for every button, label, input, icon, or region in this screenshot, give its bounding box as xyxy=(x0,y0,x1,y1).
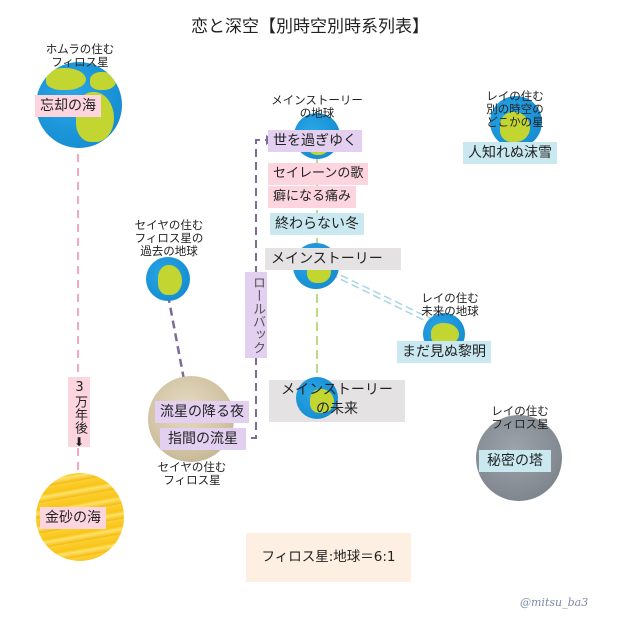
episode-boukyaku[interactable]: 忘却の海 xyxy=(35,95,101,117)
episode-yo-wo-sugiyuku[interactable]: 世を過ぎゆく xyxy=(268,130,362,152)
episode-madaminu[interactable]: まだ見ぬ黎明 xyxy=(397,341,491,363)
episode-shikan-no-ryuusei[interactable]: 指間の流星 xyxy=(160,428,246,450)
seiya-line xyxy=(166,294,187,386)
rollback-label: ロールバック xyxy=(245,272,267,358)
mainstory-label[interactable]: メインストーリー xyxy=(265,248,401,270)
page-title: 恋と深空【別時空別時系列表】 xyxy=(191,17,429,37)
seiya-past-planet xyxy=(146,257,190,301)
episode-siren[interactable]: セイレーンの歌 xyxy=(268,163,369,185)
signature: @mitsu_ba3 xyxy=(520,596,589,609)
episode-ryuusei-no-furu-yoru[interactable]: 流星の降る夜 xyxy=(155,401,249,423)
rei-future-caption: レイの住む 未来の地球 xyxy=(421,291,479,318)
episode-hitoshirenu[interactable]: 人知れぬ沫雪 xyxy=(463,142,557,164)
homura-caption: ホムラの住む フィロス星 xyxy=(45,42,115,69)
seiya-past-caption: セイヤの住む フィロス星の 過去の地球 xyxy=(134,218,204,258)
rei-philos-caption: レイの住む フィロス星 xyxy=(491,404,549,431)
seiya-caption: セイヤの住む フィロス星 xyxy=(157,460,227,487)
mainstory-earth-caption: メインストーリー の地球 xyxy=(271,93,363,120)
rei-other-caption: レイの住む 別の時空の どこかの星 xyxy=(486,89,544,129)
down-arrow-icon: ⬇ xyxy=(73,435,85,449)
ratio-note: フィロス星:地球＝6:1 xyxy=(246,533,411,582)
episode-owaranai-fuyu[interactable]: 終わらない冬 xyxy=(270,213,364,235)
timeskip-label: 3万年後 ⬇ xyxy=(68,377,90,449)
episode-himitsu-no-tou[interactable]: 秘密の塔 xyxy=(479,450,551,472)
rei-other-planet xyxy=(490,96,542,148)
rei-future-line xyxy=(329,269,439,323)
mainstory-future-label: メインストーリー の未来 xyxy=(281,382,393,417)
episode-kuse[interactable]: 癖になる痛み xyxy=(268,186,357,208)
mainstory-future-planet xyxy=(296,377,338,419)
episode-kinsa[interactable]: 金砂の海 xyxy=(40,507,106,529)
